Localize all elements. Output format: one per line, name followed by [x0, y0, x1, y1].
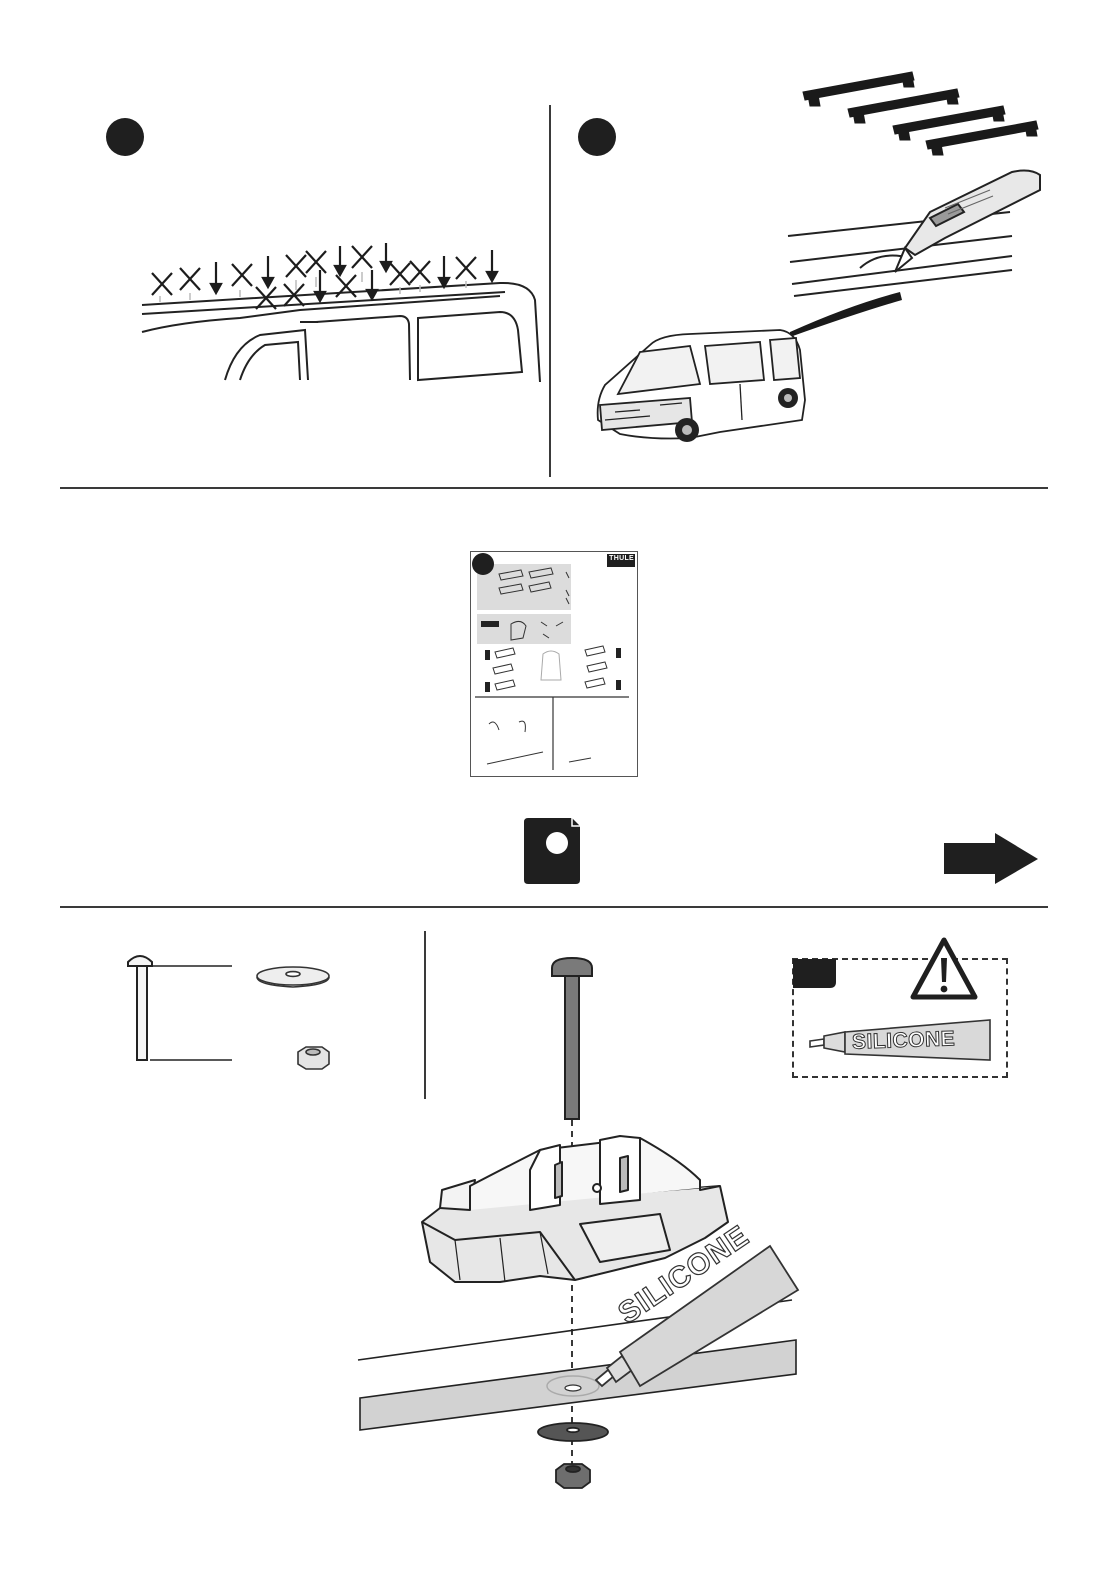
washer-nut-illustration: [0, 0, 1119, 1587]
